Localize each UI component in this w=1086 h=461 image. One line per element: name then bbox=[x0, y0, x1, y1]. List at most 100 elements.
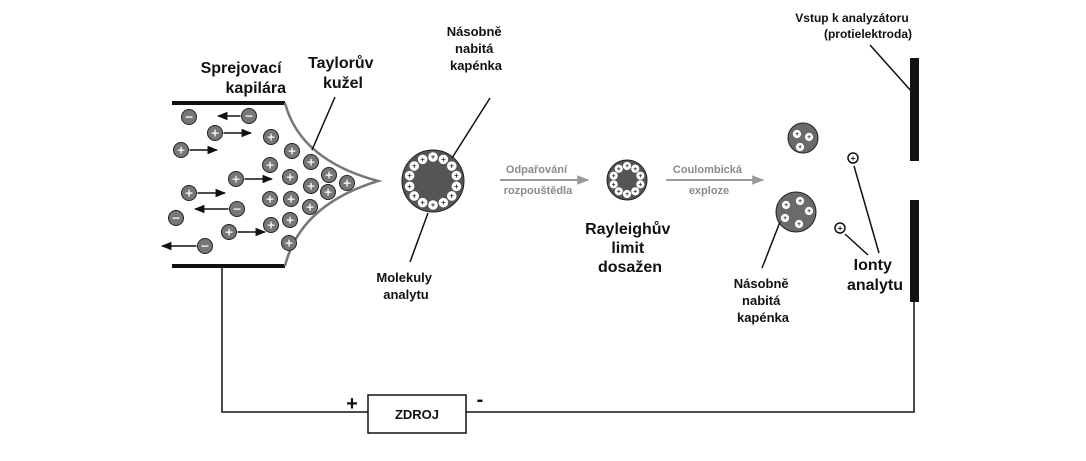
positive-ion: + bbox=[622, 161, 632, 171]
positive-ion: + bbox=[847, 152, 859, 164]
negative-ion: − bbox=[168, 210, 184, 226]
plus-sign: + bbox=[210, 126, 219, 139]
positive-ion: + bbox=[622, 189, 632, 199]
positive-ion: + bbox=[303, 178, 319, 194]
analyte-ions-pointer-1 bbox=[853, 165, 880, 254]
positive-ion: + bbox=[282, 169, 298, 185]
positive-ion: + bbox=[228, 171, 244, 187]
free-analyte-ions: ++ bbox=[834, 152, 859, 234]
plus-sign: + bbox=[266, 130, 275, 143]
positive-ion: + bbox=[780, 213, 790, 223]
capillary-ions: −−−−−++++++++++++++++++++ bbox=[160, 108, 355, 254]
plus-sign: + bbox=[324, 168, 333, 181]
plus-sign: + bbox=[798, 145, 802, 151]
power-source-box bbox=[367, 394, 467, 434]
negative-ion: − bbox=[181, 109, 197, 125]
plus-sign: + bbox=[441, 200, 446, 207]
positive-ion: + bbox=[417, 154, 428, 165]
plus-sign: + bbox=[342, 176, 351, 189]
plus-sign: + bbox=[305, 200, 314, 213]
circuit-wire-right bbox=[466, 302, 915, 413]
droplet-top-pointer bbox=[451, 97, 491, 159]
plus-sign: + bbox=[798, 199, 802, 205]
plus-sign: + bbox=[638, 182, 642, 188]
plus-sign: + bbox=[407, 173, 412, 180]
plus-sign: + bbox=[611, 182, 615, 188]
plus-sign: + bbox=[306, 179, 315, 192]
analyzer-inlet-pointer bbox=[869, 44, 913, 93]
positive-ion: + bbox=[804, 206, 814, 216]
plus-sign: + bbox=[795, 132, 799, 138]
positive-ion: + bbox=[428, 200, 438, 210]
minus-terminal: - bbox=[477, 389, 484, 411]
taylor-cone-label: Taylorův kužel bbox=[308, 55, 378, 92]
positive-ion: + bbox=[207, 125, 223, 141]
positive-ion: + bbox=[609, 180, 618, 189]
minus-sign: − bbox=[171, 211, 180, 224]
plus-sign: + bbox=[224, 225, 233, 238]
positive-ion: + bbox=[438, 154, 449, 165]
plus-sign: + bbox=[611, 173, 615, 179]
plus-sign: + bbox=[633, 189, 637, 195]
minus-sign: − bbox=[200, 239, 209, 252]
positive-ion: + bbox=[404, 170, 415, 181]
plus-sign: + bbox=[625, 192, 629, 198]
analyte-molecules-pointer bbox=[409, 212, 429, 263]
taylor-cone bbox=[283, 102, 383, 267]
positive-ion: + bbox=[451, 181, 462, 192]
positive-ion: + bbox=[794, 219, 804, 229]
plus-sign: + bbox=[449, 163, 454, 170]
positive-ion: + bbox=[636, 171, 645, 180]
droplet-bottom-label: Násobně nabitá kapénka bbox=[734, 276, 793, 325]
power-source-label: ZDROJ bbox=[395, 407, 439, 422]
analyte-molecules-label: Molekuly analytu bbox=[376, 270, 435, 302]
positive-ion: + bbox=[339, 175, 355, 191]
small-droplet-upper: +++ bbox=[787, 122, 819, 154]
plus-sign: + bbox=[407, 183, 412, 190]
positive-ion: + bbox=[792, 129, 802, 139]
plus-sign: + bbox=[286, 192, 295, 205]
positive-ion: + bbox=[804, 132, 814, 142]
minus-sign: − bbox=[244, 109, 253, 122]
positive-ion: + bbox=[320, 184, 336, 200]
plus-sign: + bbox=[265, 192, 274, 205]
plus-sign: + bbox=[617, 166, 621, 172]
plus-sign: + bbox=[420, 156, 425, 163]
positive-ion: + bbox=[173, 142, 189, 158]
positive-ion: + bbox=[834, 222, 846, 234]
rayleigh-label: Rayleighův limit dosažen bbox=[585, 221, 675, 276]
plus-sign: + bbox=[797, 222, 801, 228]
positive-ion: + bbox=[614, 187, 623, 196]
analyte-ions-pointer-2 bbox=[844, 233, 869, 256]
plus-sign: + bbox=[306, 155, 315, 168]
analyte-ions-label: Ionty analytu bbox=[847, 257, 903, 294]
positive-ion: + bbox=[409, 161, 420, 171]
plus-sign: + bbox=[449, 193, 454, 200]
evaporation-label: Odpařování rozpouštědla bbox=[504, 164, 573, 197]
plus-sign: + bbox=[430, 202, 435, 209]
plus-sign: + bbox=[266, 218, 275, 231]
plus-sign: + bbox=[412, 163, 417, 170]
plus-sign: + bbox=[430, 154, 435, 161]
plus-sign: + bbox=[323, 185, 332, 198]
positive-ion: + bbox=[404, 181, 415, 192]
positive-ion: + bbox=[321, 167, 337, 183]
plus-sign: + bbox=[454, 183, 459, 190]
positive-ion: + bbox=[428, 152, 438, 162]
minus-sign: − bbox=[232, 202, 241, 215]
positive-ion: + bbox=[609, 171, 618, 180]
plus-sign: + bbox=[184, 186, 193, 199]
droplet-top-label: Násobně nabitá kapénka bbox=[447, 24, 506, 73]
plus-sign: + bbox=[784, 203, 788, 209]
plus-terminal: + bbox=[346, 393, 358, 415]
plus-sign: + bbox=[617, 189, 621, 195]
plus-sign: + bbox=[285, 170, 294, 183]
capillary-label: Sprejovací kapilára bbox=[201, 60, 286, 97]
positive-ion: + bbox=[614, 164, 623, 173]
plus-sign: + bbox=[638, 173, 642, 179]
analyzer-inlet-label: Vstup k analyzátoru (protielektroda) bbox=[795, 11, 912, 41]
positive-ion: + bbox=[284, 143, 300, 159]
positive-ion: + bbox=[438, 197, 449, 208]
positive-ion: + bbox=[409, 191, 420, 201]
positive-ion: + bbox=[781, 200, 791, 210]
